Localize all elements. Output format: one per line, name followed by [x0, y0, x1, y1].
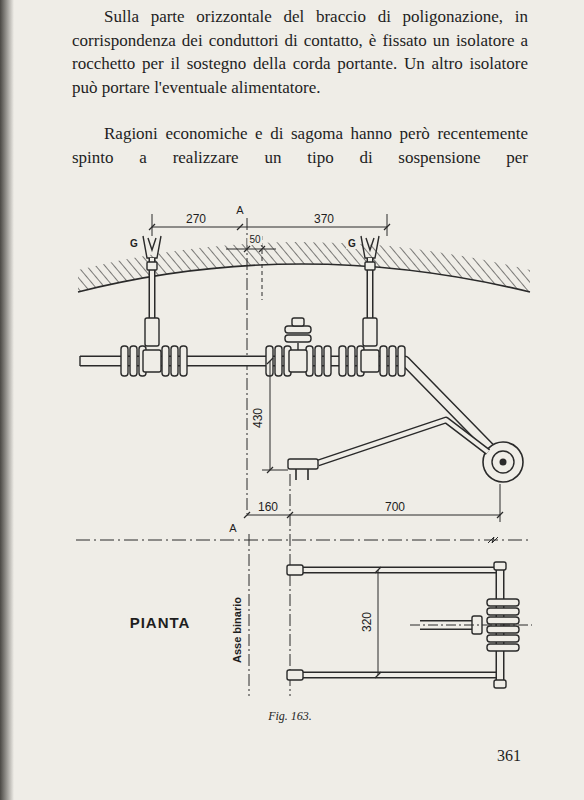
figure-caption: Fig. 163. [266, 710, 314, 722]
arm-eye [287, 670, 303, 680]
body-paragraph: Sulla parte orizzontale del braccio di p… [72, 5, 528, 99]
vault-intrados [78, 264, 530, 292]
part-letter: G [346, 239, 358, 249]
hanger-sleeve [145, 318, 159, 346]
bar-cap [494, 680, 506, 688]
dimension-tick [287, 512, 293, 518]
tube-clamp [143, 350, 161, 372]
extension-line [500, 484, 501, 522]
section-letter: A [227, 523, 238, 534]
hanger-sleeve [363, 318, 377, 346]
insulator-shed [348, 346, 355, 376]
dimension-value: 50 [247, 235, 262, 245]
registration-arm [318, 420, 488, 463]
dimension-tick [497, 512, 503, 518]
dimension-tick [375, 672, 381, 678]
plan-arm [300, 567, 496, 574]
dimension-value: 320 [361, 610, 373, 634]
section-line [76, 540, 530, 541]
extension-line [387, 214, 388, 236]
view-title: PIANTA [128, 615, 193, 630]
dimension-line [378, 570, 379, 675]
tube-clamp [361, 350, 379, 372]
insulator-shed [324, 346, 331, 376]
arm-eye [287, 565, 303, 575]
dimension-tick [244, 512, 250, 518]
break-mark [488, 537, 498, 543]
tube-clamp [289, 350, 307, 372]
insulator-shed [487, 635, 519, 642]
registration-arm [318, 420, 488, 463]
bar-cap [494, 562, 506, 570]
dimension-value: 370 [312, 213, 336, 225]
axis-line [249, 534, 250, 696]
insulator-shed [487, 644, 519, 651]
pulley-hub [492, 451, 514, 473]
dimension-value: 430 [252, 406, 264, 430]
dimension-tick [237, 224, 243, 230]
insulator-shed [171, 346, 178, 376]
extension-line [262, 236, 263, 300]
insulator-shed [180, 346, 187, 376]
g-clamp [143, 236, 161, 258]
insulator-shed [285, 326, 311, 333]
axis-line [290, 474, 291, 696]
insulator-shed [315, 346, 322, 376]
dimension-tick [267, 358, 273, 364]
dimension-tick [375, 567, 381, 573]
insulator-shed [487, 626, 519, 633]
rod-nut [147, 262, 157, 270]
technical-drawing [76, 214, 532, 696]
insulator-shed [285, 335, 311, 342]
insulator-shed [487, 608, 519, 615]
arm-clamp [288, 459, 318, 469]
insulator-shed [398, 346, 405, 376]
pulley-axle [500, 459, 507, 466]
plan-arm [300, 672, 496, 679]
dimension-line [226, 249, 276, 250]
insulator-shed [130, 346, 137, 376]
plan-arm [300, 568, 496, 572]
dimension-value: 160 [256, 501, 280, 513]
dimension-line [247, 515, 500, 516]
insulator-cap [292, 318, 304, 326]
insulator-shed [389, 346, 396, 376]
page-number: 361 [495, 748, 523, 764]
insulator-shed [121, 346, 128, 376]
insulator-shed [487, 617, 519, 624]
insulator-shed [162, 346, 169, 376]
dimension-line [152, 227, 387, 228]
axis-label: Asse binario [232, 595, 243, 665]
rod-nut [365, 262, 375, 270]
insulator-stem [297, 343, 298, 350]
tube-end [79, 356, 80, 366]
insulator-shed [487, 599, 519, 606]
wire-clip [307, 469, 309, 480]
dimension-value: 270 [184, 213, 208, 225]
insulator-shed [380, 346, 387, 376]
pulley-wheel [483, 442, 523, 482]
dimension-line [270, 361, 271, 470]
body-paragraph: Ragioni economiche e di sagoma hanno per… [72, 122, 528, 169]
dimension-value: 700 [383, 501, 407, 513]
section-letter: A [234, 205, 245, 216]
part-letter: G [128, 239, 140, 249]
insulator-shed [339, 346, 346, 376]
g-clamp [361, 236, 379, 258]
extension-line [262, 470, 288, 471]
insulator-shed [275, 346, 282, 376]
extension-line [152, 214, 153, 236]
book-gutter [0, 0, 14, 800]
axis-line [410, 625, 532, 626]
wire-clip [295, 469, 297, 480]
plan-arm [300, 673, 496, 677]
